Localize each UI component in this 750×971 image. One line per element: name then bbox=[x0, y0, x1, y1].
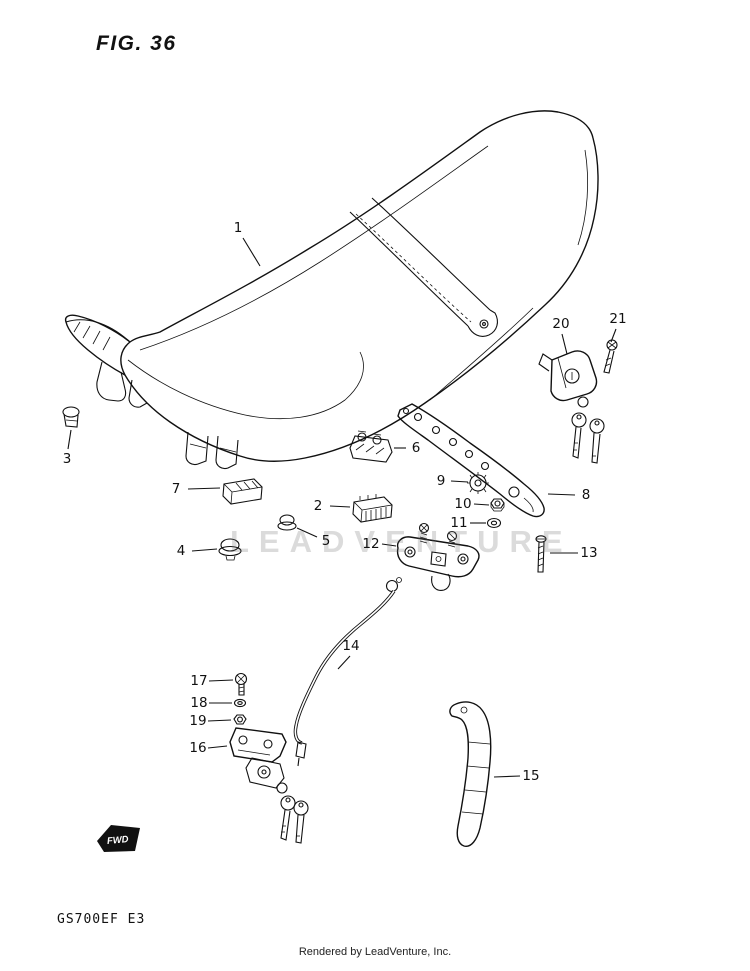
leader-lines bbox=[67, 237, 617, 778]
part-label-1: 1 bbox=[233, 220, 243, 236]
part-label-11: 11 bbox=[450, 515, 468, 531]
seat-body bbox=[64, 110, 599, 470]
footer-credit: Rendered by LeadVenture, Inc. bbox=[298, 946, 452, 958]
part-label-17: 17 bbox=[190, 673, 208, 689]
figure-title: FIG. 36 bbox=[96, 32, 177, 55]
part-label-8: 8 bbox=[581, 487, 591, 503]
part-label-13: 13 bbox=[580, 545, 598, 561]
fwd-label: FWD bbox=[107, 834, 130, 847]
part-label-12: 12 bbox=[362, 536, 380, 552]
part-label-21: 21 bbox=[609, 311, 627, 327]
part-13-screw bbox=[535, 535, 547, 573]
part-17-screw bbox=[234, 672, 248, 696]
part-3-pin bbox=[62, 406, 80, 428]
seat-strap bbox=[349, 197, 498, 337]
part-16-lock-bracket bbox=[229, 727, 309, 844]
fwd-flag-icon: FWD bbox=[97, 825, 140, 852]
part-label-16: 16 bbox=[189, 740, 207, 756]
part-18-washer bbox=[233, 698, 247, 708]
part-label-6: 6 bbox=[411, 440, 421, 456]
part-10-nut bbox=[490, 498, 505, 512]
part-label-9: 9 bbox=[436, 473, 446, 489]
part-9-toothed-washer bbox=[467, 472, 489, 494]
part-2-cushion bbox=[352, 494, 393, 523]
part-5-grommet bbox=[277, 514, 297, 531]
part-label-7: 7 bbox=[171, 481, 181, 497]
part-label-14: 14 bbox=[342, 638, 360, 654]
lock-keys bbox=[571, 396, 605, 464]
part-6-bracket bbox=[349, 430, 393, 463]
part-15-strap bbox=[449, 701, 492, 847]
part-7-cushion bbox=[222, 478, 263, 505]
part-label-19: 19 bbox=[189, 713, 207, 729]
part-14-cable bbox=[293, 577, 402, 767]
part-11-washer bbox=[486, 517, 502, 529]
part-20-lock bbox=[538, 350, 598, 402]
part-label-4: 4 bbox=[176, 543, 186, 559]
part-label-20: 20 bbox=[552, 316, 570, 332]
part-label-18: 18 bbox=[190, 695, 208, 711]
part-label-3: 3 bbox=[62, 451, 72, 467]
model-code: GS700EF E3 bbox=[57, 912, 146, 927]
watermark: LEADVENTURE bbox=[230, 524, 573, 559]
part-label-5: 5 bbox=[321, 533, 331, 549]
part-label-10: 10 bbox=[454, 496, 472, 512]
part-label-15: 15 bbox=[522, 768, 540, 784]
part-label-2: 2 bbox=[313, 498, 323, 514]
part-19-nut bbox=[233, 714, 247, 725]
part-12-bracket bbox=[396, 522, 480, 591]
part-4-grommet bbox=[218, 538, 242, 561]
part-8-bracket bbox=[397, 403, 545, 518]
part-21-screw bbox=[603, 339, 618, 374]
